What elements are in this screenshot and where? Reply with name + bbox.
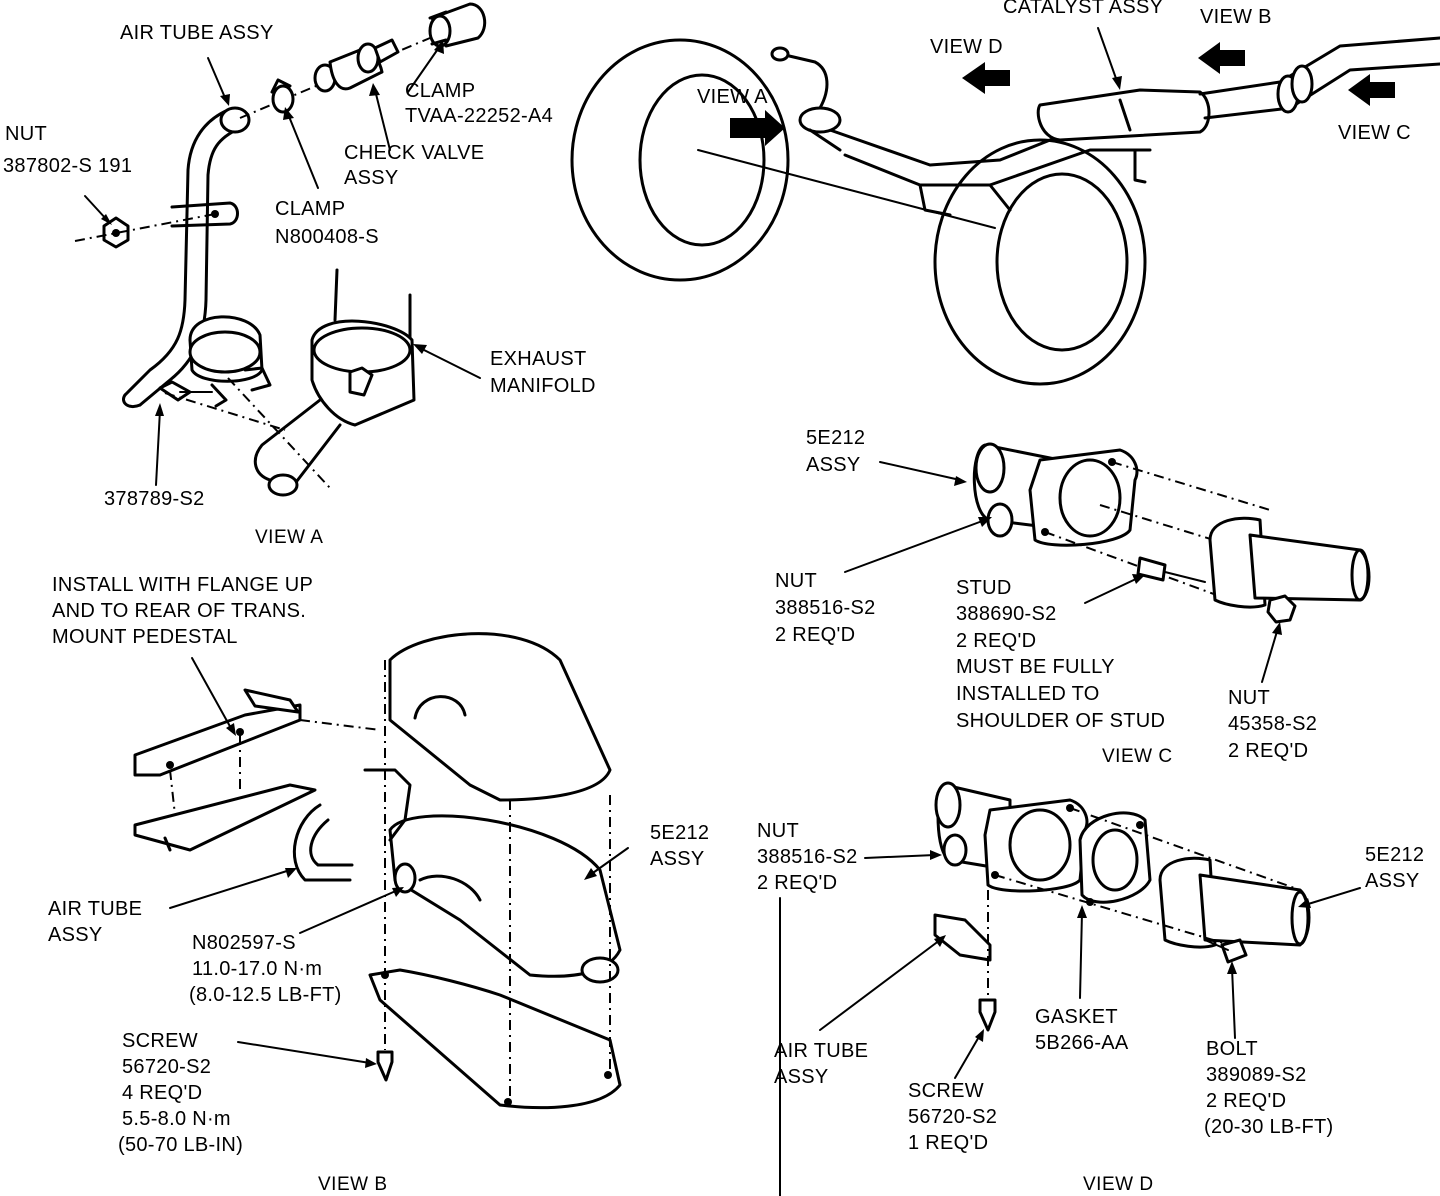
label-c-stud-note-2: INSTALLED TO (956, 683, 1100, 705)
label-d-bolt: BOLT (1206, 1038, 1258, 1060)
label-c-nut: NUT (775, 570, 818, 592)
title-view-b: VIEW B (318, 1174, 388, 1195)
label-d-nut-part: 388516-S2 (757, 846, 858, 868)
label-b-screw-req: 4 REQ'D (122, 1082, 203, 1104)
label-d-air-tube-assy: ASSY (774, 1066, 829, 1088)
label-clamp-tvaa: CLAMP (405, 80, 476, 102)
title-view-a: VIEW A (255, 527, 324, 548)
b-catalyst-icon (388, 814, 622, 978)
view-a-arrow-icon (730, 110, 785, 146)
c-nut2-icon (1266, 594, 1297, 624)
label-b-install-3: MOUNT PEDESTAL (52, 626, 238, 648)
air-tube-end (219, 106, 251, 134)
view-c-arrow-icon (1348, 74, 1395, 106)
d-air-tube-icon (933, 913, 992, 962)
view-b-drawing (133, 632, 629, 1110)
label-b-n802-torque: 11.0-17.0 N·m (192, 958, 323, 980)
check-valve-icon (313, 38, 400, 93)
label-nut-a-part: 387802-S 191 (3, 155, 133, 177)
label-b-screw-lbin: (50-70 LB-IN) (118, 1134, 244, 1156)
left-wheel-icon (570, 38, 790, 282)
view-d-drawing (779, 781, 1361, 1196)
label-clamp-tvaa-part: TVAA-22252-A4 (405, 105, 554, 127)
label-c-5e212: 5E212 (806, 427, 866, 449)
label-check-valve: CHECK VALVE (344, 142, 485, 164)
b-screw-icon (376, 1050, 394, 1082)
c-stud-icon (1136, 556, 1167, 582)
b-lower-shield-icon (368, 968, 622, 1110)
label-b-screw-part: 56720-S2 (122, 1056, 212, 1078)
label-view-c-arrow: VIEW C (1338, 122, 1411, 144)
label-b-n802-lbft: (8.0-12.5 LB-FT) (189, 984, 342, 1006)
c-flange-left-icon (1028, 448, 1139, 547)
label-d-nut-req: 2 REQ'D (757, 872, 838, 894)
label-d-screw: SCREW (908, 1080, 984, 1102)
label-nut-a: NUT (5, 123, 48, 145)
label-b-screw-torque: 5.5-8.0 N·m (122, 1108, 231, 1130)
label-b-air-tube-assy: ASSY (48, 924, 103, 946)
label-view-a-arrow: VIEW A (697, 86, 768, 108)
label-c-stud-note-1: MUST BE FULLY (956, 656, 1115, 678)
label-b-n802: N802597-S (192, 932, 296, 954)
label-b-install-1: INSTALL WITH FLANGE UP (52, 574, 314, 596)
d-screw-icon (978, 998, 997, 1032)
label-c-stud: STUD (956, 577, 1012, 599)
label-d-5e212: 5E212 (1365, 844, 1425, 866)
title-view-d: VIEW D (1083, 1174, 1154, 1195)
d-bolt-icon (1220, 938, 1248, 964)
label-view-b-arrow: VIEW B (1200, 6, 1272, 28)
label-c-stud-part: 388690-S2 (956, 603, 1057, 625)
label-exhaust: EXHAUST (490, 348, 587, 370)
label-d-gasket: GASKET (1035, 1006, 1118, 1028)
b-upper-shield-icon (388, 632, 612, 802)
label-b-screw: SCREW (122, 1030, 198, 1052)
label-d-gasket-part: 5B266-AA (1035, 1032, 1129, 1054)
label-manifold: MANIFOLD (490, 375, 596, 397)
label-d-5e212-assy: ASSY (1365, 870, 1420, 892)
c-nut-icon (986, 502, 1014, 538)
label-d-screw-part: 56720-S2 (908, 1106, 998, 1128)
label-b-5e212-assy: ASSY (650, 848, 705, 870)
label-b-install-2: AND TO REAR OF TRANS. (52, 600, 307, 622)
label-c-nut-part: 388516-S2 (775, 597, 876, 619)
view-b-arrow-icon (1198, 42, 1245, 74)
label-d-screw-req: 1 REQ'D (908, 1132, 989, 1154)
title-view-c: VIEW C (1102, 746, 1173, 767)
label-378789: 378789-S2 (104, 488, 205, 510)
label-c-stud-note-3: SHOULDER OF STUD (956, 710, 1166, 732)
label-c-nut2-req: 2 REQ'D (1228, 740, 1309, 762)
view-a-drawing (74, 2, 487, 497)
label-catalyst-assy: CATALYST ASSY (1003, 0, 1164, 18)
label-d-air-tube: AIR TUBE (774, 1040, 869, 1062)
label-air-tube-assy-a: AIR TUBE ASSY (120, 22, 274, 44)
view-d-arrow-icon (962, 62, 1010, 94)
label-c-stud-req: 2 REQ'D (956, 630, 1037, 652)
label-d-nut: NUT (757, 820, 800, 842)
label-d-bolt-part: 389089-S2 (1206, 1064, 1307, 1086)
b-bracket-icon (133, 703, 302, 777)
d-nut-icon (942, 833, 968, 867)
right-wheel-icon (933, 138, 1147, 386)
label-c-nut2: NUT (1228, 687, 1271, 709)
label-c-5e212-assy: ASSY (806, 454, 861, 476)
label-d-bolt-req: 2 REQ'D (1206, 1090, 1287, 1112)
label-c-nut2-part: 45358-S2 (1228, 713, 1318, 735)
clamp-tvaa-icon (428, 2, 487, 48)
label-b-air-tube: AIR TUBE (48, 898, 143, 920)
label-clamp-n800-part: N800408-S (275, 226, 379, 248)
label-d-bolt-torque: (20-30 LB-FT) (1204, 1116, 1334, 1138)
label-c-nut-req: 2 REQ'D (775, 624, 856, 646)
view-c-drawing (844, 442, 1371, 683)
clamp-n800408-icon (271, 84, 295, 114)
label-check-valve-assy: ASSY (344, 167, 399, 189)
overview-drawing (570, 27, 1440, 386)
label-b-5e212: 5E212 (650, 822, 710, 844)
label-clamp-n800: CLAMP (275, 198, 346, 220)
label-view-d-arrow: VIEW D (930, 36, 1003, 58)
